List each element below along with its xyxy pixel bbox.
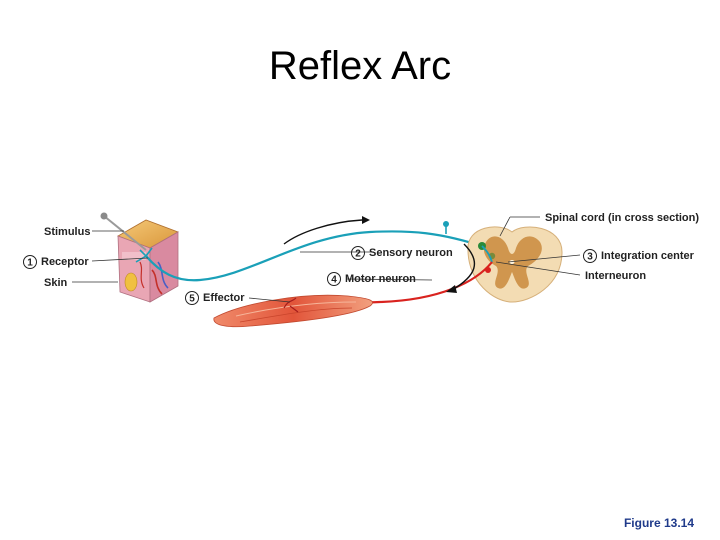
- sensory-neuron-label: Sensory neuron: [369, 247, 453, 259]
- step-number-receptor: 1: [27, 258, 33, 269]
- leader-lines: [72, 216, 581, 303]
- slide-title: Reflex Arc: [268, 44, 452, 88]
- sensory-receptor-branches: [135, 247, 153, 263]
- step-number-effector: 5: [189, 294, 195, 305]
- sensory-direction-arrow: [283, 216, 370, 245]
- receptor-label: Receptor: [41, 256, 89, 268]
- integration-center-label: Integration center: [601, 250, 695, 262]
- sensory-ganglion-marker: [443, 221, 449, 234]
- motor-direction-arrow: [446, 243, 476, 293]
- motor-neuron-cell-body: [485, 267, 491, 273]
- effector-label: Effector: [203, 292, 245, 304]
- sensory-neuron-fiber: [145, 230, 489, 282]
- step-number-sensory-neuron: 2: [355, 249, 361, 260]
- step-number-integration-center: 3: [587, 252, 593, 263]
- stimulus-label: Stimulus: [44, 226, 90, 238]
- skin-label: Skin: [44, 277, 68, 289]
- spinal-cord-label: Spinal cord (in cross section): [545, 212, 699, 224]
- skin-block: [117, 219, 179, 303]
- interneuron-fiber: [481, 245, 493, 263]
- interneuron-label: Interneuron: [585, 270, 646, 282]
- spinal-cord-cross-section: [467, 226, 563, 303]
- effector-muscle: [213, 294, 373, 328]
- motor-neuron-label: Motor neuron: [345, 273, 416, 285]
- step-number-motor-neuron: 4: [331, 275, 337, 286]
- figure-caption: Figure 13.14: [623, 516, 694, 530]
- stimulus-pin: [100, 212, 147, 251]
